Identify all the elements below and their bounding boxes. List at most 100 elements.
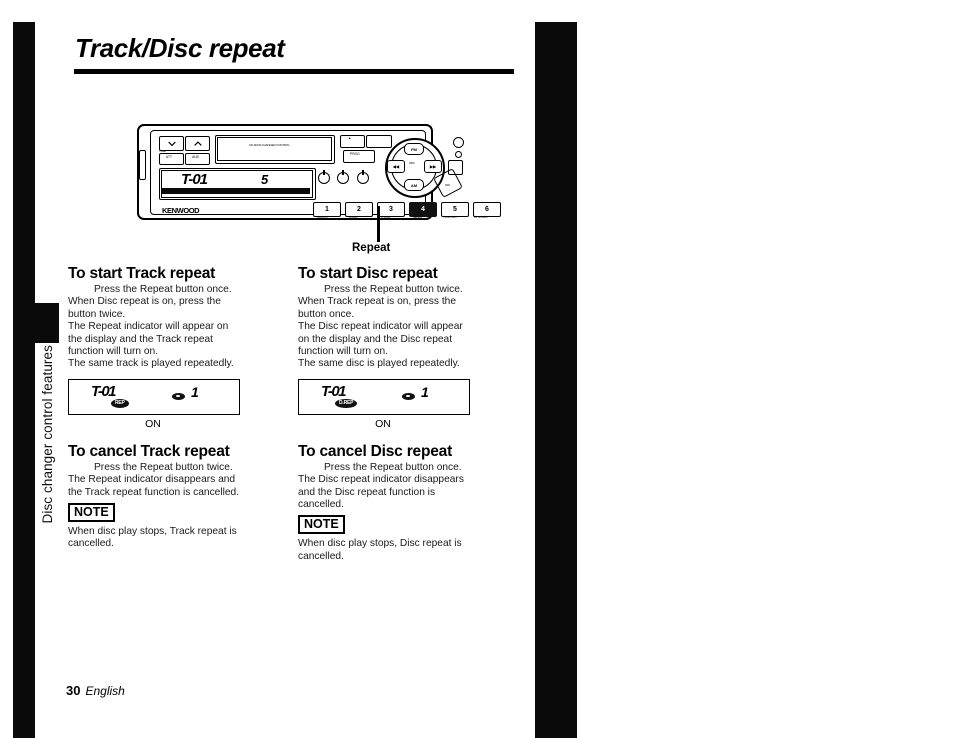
preset-button-1: 1	[313, 202, 341, 217]
att-button	[159, 153, 184, 165]
preset-sub-2: M.RDM	[349, 216, 358, 219]
page-footer: 30 English	[66, 683, 125, 698]
lcd-indicator-strip	[162, 188, 310, 194]
preset-sub-6: RPT/D.RDM	[474, 216, 488, 219]
eject-button	[340, 135, 365, 148]
side-tab-label: Disc changer control features	[34, 345, 60, 560]
line: The Disc repeat indicator will appear	[298, 321, 463, 333]
note-body-disc: When disc play stops, Disc repeat is can…	[298, 538, 518, 563]
section-tab-marker	[35, 303, 59, 343]
section-start-track-repeat: To start Track repeat Press the Repeat b…	[68, 265, 288, 430]
preset-button-6: 6	[473, 202, 501, 217]
page-spine-right	[535, 22, 577, 738]
line: The same disc is played repeatedly.	[298, 358, 460, 370]
line: Press the Repeat button once.	[324, 461, 462, 473]
heading-start-track-repeat: To start Track repeat	[68, 265, 216, 282]
note-badge: NOTE	[298, 515, 345, 535]
heading-cancel-disc-repeat: To cancel Disc repeat	[298, 442, 453, 460]
brand-logo: KENWOOD	[162, 206, 200, 215]
line: and the Disc repeat function is	[298, 486, 436, 498]
line: function will turn on.	[298, 346, 389, 358]
track-prev-button: ◀◀	[387, 160, 405, 173]
section-cancel-disc-repeat: To cancel Disc repeat Press the Repeat b…	[298, 443, 518, 563]
lcd-disc-number: 1	[421, 383, 429, 400]
am-button: AM	[404, 179, 424, 191]
body-cancel-disc-repeat: Press the Repeat button once. The Disc r…	[298, 462, 518, 512]
main-lcd-inner	[161, 170, 313, 198]
callout-label-repeat: Repeat	[352, 242, 391, 254]
line: Press the Repeat button twice.	[94, 461, 233, 473]
callout-pointer-line	[377, 206, 380, 242]
caption-on: ON	[145, 417, 161, 430]
aud-label: AUD	[192, 155, 199, 159]
line: the Track repeat function is cancelled.	[68, 486, 240, 498]
main-lcd	[159, 168, 316, 200]
heading-start-disc-repeat: To start Disc repeat	[298, 265, 438, 282]
lcd-track-text: T-01	[181, 171, 208, 188]
power-button	[453, 137, 464, 148]
src-label: SRC	[445, 184, 451, 187]
line: The same track is played repeatedly.	[68, 358, 234, 370]
line: When Disc repeat is on, press the	[68, 296, 221, 308]
secondary-button	[366, 135, 392, 148]
upper-display-bezel	[215, 135, 335, 164]
line: The Repeat indicator will appear on	[68, 321, 229, 333]
tune-label: TUNE	[159, 150, 166, 153]
disc-label: DISC	[409, 162, 415, 165]
footer-language: English	[85, 684, 125, 698]
knob-treble	[357, 170, 369, 184]
lcd-track-text: T-01	[321, 382, 347, 400]
lcd-disc-number: 5	[261, 172, 268, 187]
lcd-disc-number: 1	[191, 383, 199, 400]
preset-sub-1: B.BOOST	[317, 216, 328, 219]
tune-down-button	[159, 136, 184, 151]
tune-up-button	[185, 136, 210, 151]
att-label: ATT	[166, 155, 172, 159]
head-unit-title: CD-M/CD-CHANGER CONTROL	[249, 143, 290, 147]
heading-cancel-track-repeat: To cancel Track repeat	[68, 442, 230, 460]
line: When Track repeat is on, press the	[298, 296, 456, 308]
lcd-illustration-track-repeat: T-01 1 REP	[68, 378, 240, 415]
line: button once.	[298, 308, 355, 320]
unit-release-notch	[139, 150, 146, 180]
lcd-track-text: T-01	[91, 382, 117, 400]
section-start-disc-repeat: To start Disc repeat Press the Repeat bu…	[298, 265, 518, 430]
line: When disc play stops, Disc repeat is	[298, 538, 462, 550]
side-button	[448, 160, 463, 175]
line: Press the Repeat button twice.	[324, 284, 463, 295]
repeat-indicator: REP	[111, 398, 129, 408]
body-cancel-track-repeat: Press the Repeat button twice. The Repea…	[68, 462, 288, 499]
line: on the display and the Disc repeat	[298, 333, 453, 345]
line: the display and the Track repeat	[68, 333, 213, 345]
indicator-led	[455, 151, 462, 158]
head-unit-diagram: TUNE ATT AUD CD-M/CD-CHANGER CONTROL ▲ P…	[137, 124, 501, 220]
knob-mid	[337, 170, 349, 184]
note-badge: NOTE	[68, 503, 115, 523]
column-right: To start Disc repeat Press the Repeat bu…	[298, 265, 518, 563]
track-next-button: ▶▶	[424, 160, 442, 173]
line: button twice.	[68, 308, 126, 320]
caption-on: ON	[375, 417, 391, 430]
line: function will turn on.	[68, 346, 159, 358]
line: When disc play stops, Track repeat is	[68, 526, 237, 538]
side-tab-text: Disc changer control features	[39, 345, 55, 524]
line: The Disc repeat indicator disappears	[298, 474, 464, 486]
eject-label: ▲	[348, 136, 352, 140]
prog-label: PROG	[350, 152, 360, 156]
preset-button-3: 3	[377, 202, 405, 217]
aud-button	[185, 153, 210, 165]
line: Press the Repeat button once.	[94, 284, 232, 295]
page-spine-left	[13, 22, 35, 738]
footer-page-number: 30	[66, 683, 81, 698]
title-underline	[74, 69, 514, 74]
preset-sub-4: REPEAT	[413, 216, 423, 219]
disc-icon	[402, 392, 415, 400]
prog-button	[343, 150, 375, 163]
disc-repeat-indicator: D.REP	[335, 398, 358, 408]
knob-bass	[318, 170, 330, 184]
page-title: Track/Disc repeat	[75, 33, 285, 63]
preset-button-4-repeat: 4	[409, 202, 437, 217]
line: cancelled.	[298, 550, 344, 562]
preset-sub-3: D.SCAN	[381, 216, 391, 219]
preset-button-5: 5	[441, 202, 469, 217]
